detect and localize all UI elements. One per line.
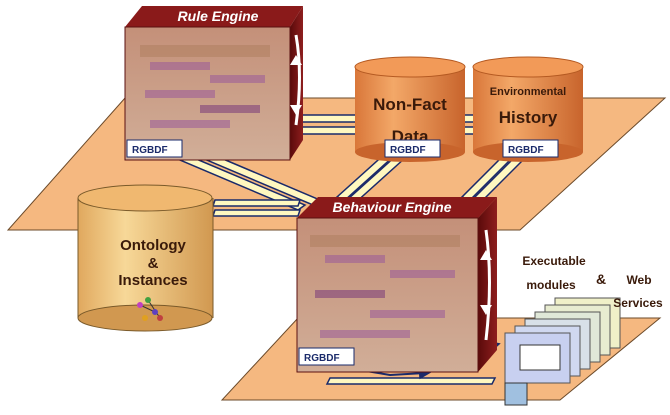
environmental-history-cylinder: Environmental History RGBDF xyxy=(472,56,584,162)
behaviour-engine-badge: RGBDF xyxy=(304,353,340,364)
executable-modules-stack xyxy=(504,297,621,406)
rule-engine-badge: RGBDF xyxy=(132,145,168,156)
ontology-line2: & xyxy=(148,255,159,272)
non-fact-data-cylinder: Non-Fact Data RGBDF xyxy=(354,56,466,162)
behaviour-engine-top xyxy=(297,197,497,218)
behaviour-engine-screenshot xyxy=(310,235,460,338)
non-fact-data-line1: Non-Fact xyxy=(373,95,447,114)
rule-engine-title: Rule Engine xyxy=(178,8,259,24)
environmental-history-line1: Environmental xyxy=(490,86,566,98)
behaviour-engine-cycle-icon xyxy=(484,229,491,341)
behaviour-engine-badge-bg xyxy=(298,347,355,366)
rule-engine-cube: Rule Engine RGBDF xyxy=(124,6,303,161)
ontology-cylinder: Ontology & Instances xyxy=(77,184,214,332)
behaviour-engine-title: Behaviour Engine xyxy=(332,199,451,215)
ontology-line3: Instances xyxy=(118,272,187,289)
ontology-graph-icon xyxy=(137,297,163,321)
executable-line1: Executable xyxy=(522,254,586,268)
rule-engine-cycle-icon xyxy=(294,34,301,126)
rule-engine-side xyxy=(290,6,303,160)
web-services-line2: Services xyxy=(613,296,663,310)
rule-engine-screenshot xyxy=(140,45,270,128)
non-fact-badge-bg xyxy=(384,139,441,158)
non-fact-badge: RGBDF xyxy=(390,145,426,156)
environmental-history-line2: History xyxy=(499,108,558,127)
rule-engine-badge-bg xyxy=(126,139,183,158)
environmental-history-badge-bg xyxy=(502,139,559,158)
environmental-history-badge: RGBDF xyxy=(508,145,544,156)
executable-line2: modules xyxy=(526,278,576,292)
web-services-line1: Web xyxy=(626,273,651,287)
executable-amp: & xyxy=(596,271,606,287)
ontology-line1: Ontology xyxy=(120,237,186,254)
rule-engine-top xyxy=(125,6,303,27)
behaviour-engine-cube: Behaviour Engine RGBDF xyxy=(296,197,497,373)
behaviour-engine-side xyxy=(478,197,497,372)
